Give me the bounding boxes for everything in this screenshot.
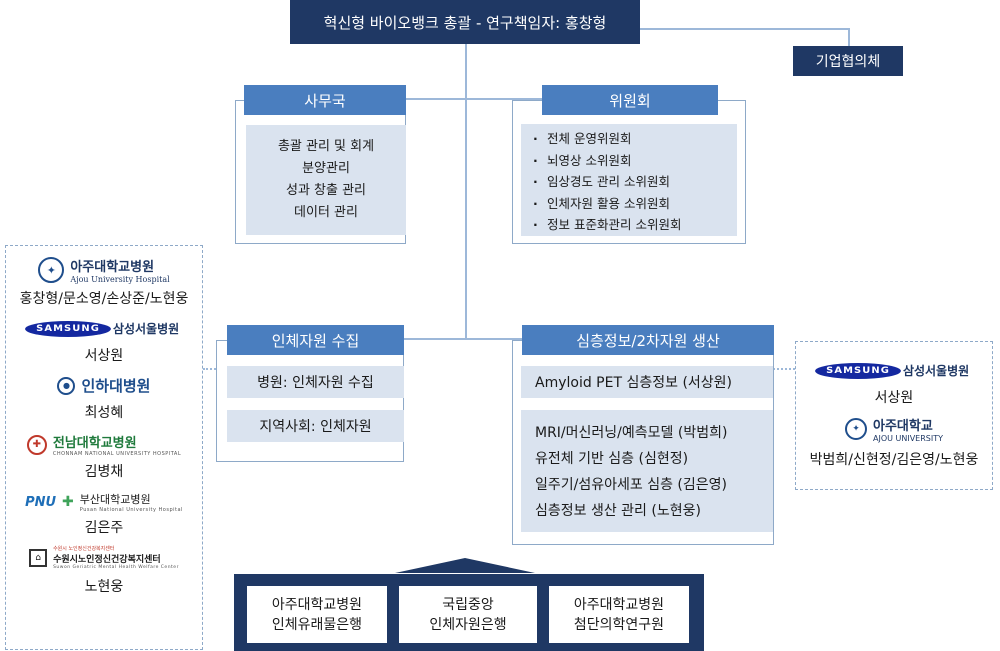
- production-title: 심층정보/2차자원 생산: [576, 331, 720, 350]
- office-item: 분양관리: [302, 161, 350, 176]
- production-item: 심층정보 생산 관리 (노현웅): [535, 503, 701, 519]
- ajou-emblem-icon: ✦: [38, 257, 65, 283]
- committee-title: 위원회: [609, 91, 651, 110]
- pnu-cross-icon: ✚: [62, 494, 74, 510]
- ajou-univ-emblem-icon: ✦: [844, 418, 867, 440]
- committee-item: 전체 운영위원회: [533, 128, 737, 150]
- collection-header: 인체자원 수집: [227, 325, 404, 355]
- director-box: 혁신형 바이오뱅크 총괄 - 연구책임자: 홍창형: [290, 0, 640, 44]
- inha-logo: ● 인하대병원: [6, 375, 202, 396]
- committee-header: 위원회: [542, 85, 718, 115]
- samsung-logo: SAMSUNG 삼성서울병원: [6, 320, 202, 337]
- ajou-univ-people: 박범희/신현정/김은영/노현웅: [809, 452, 979, 468]
- collection-panel: [216, 340, 404, 462]
- pnu-badge: PNU: [25, 494, 57, 510]
- committee-item: 정보 표준화관리 소위원회: [533, 214, 737, 236]
- connector-collection-production: [404, 338, 522, 340]
- connector-council-drop: [848, 28, 850, 48]
- bottom-arrow-icon: [395, 558, 535, 573]
- committee-item: 임상경도 관리 소위원회: [533, 171, 737, 193]
- pusan-logo: PNU ✚ 부산대학교병원 Pusan National University …: [25, 493, 183, 513]
- chonnam-emblem-icon: ✚: [26, 434, 47, 455]
- committee-list: 전체 운영위원회 뇌영상 소위원회 임상경도 관리 소위원회 인체자원 활용 소…: [521, 124, 737, 236]
- inha-people: 최성혜: [84, 405, 124, 421]
- council-title: 기업협의체: [815, 54, 881, 70]
- connector-trunk: [465, 44, 467, 338]
- biobank-ajou: 아주대학교병원 인체유래물은행: [247, 586, 387, 643]
- chonnam-people: 김병채: [84, 464, 124, 480]
- left-partners-box: ✦ 아주대학교병원 Ajou University Hospital 홍창형/문…: [5, 245, 203, 650]
- inha-emblem-icon: ●: [57, 376, 76, 395]
- council-box: 기업협의체: [793, 46, 903, 76]
- production-header: 심층정보/2차자원 생산: [522, 325, 774, 355]
- production-item: MRI/머신러닝/예측모델 (박범희): [535, 425, 728, 441]
- production-item: 유전체 기반 심층 (심현정): [535, 451, 689, 467]
- samsung-badge: SAMSUNG: [24, 320, 111, 337]
- collection-item-hospital: 병원: 인체자원 수집: [227, 366, 404, 398]
- office-item: 데이터 관리: [294, 205, 358, 220]
- biobank-research: 아주대학교병원 첨단의학연구원: [549, 586, 689, 643]
- office-title: 사무국: [304, 91, 346, 110]
- connector-left-dotted: [203, 368, 227, 370]
- ajou-univ-logo: ✦ 아주대학교 AJOU UNIVERSITY: [796, 415, 992, 443]
- connector-office-committee: [406, 98, 542, 100]
- suwon-logo: ⌂ 수원시 노인정신건강복지센터 수원시노인정신건강복지센터 Suwon Ger…: [6, 545, 202, 570]
- office-item: 성과 창출 관리: [285, 183, 367, 198]
- committee-item: 인체자원 활용 소위원회: [533, 193, 737, 215]
- collection-item-community: 지역사회: 인체자원: [227, 410, 404, 442]
- production-list: MRI/머신러닝/예측모델 (박범희) 유전체 기반 심층 (심현정) 일주기/…: [521, 410, 773, 532]
- biobank-national: 국립중앙 인체자원은행: [399, 586, 537, 643]
- samsung-logo-right: SAMSUNG 삼성서울병원: [796, 362, 992, 379]
- pusan-people: 김은주: [84, 520, 124, 536]
- director-title: 혁신형 바이오뱅크 총괄 - 연구책임자: 홍창형: [323, 13, 607, 32]
- samsung-badge-right: SAMSUNG: [814, 362, 901, 379]
- collection-title: 인체자원 수집: [271, 331, 360, 350]
- suwon-people: 노현웅: [84, 579, 124, 595]
- office-item: 총괄 관리 및 회계: [277, 139, 375, 154]
- committee-item: 뇌영상 소위원회: [533, 150, 737, 172]
- samsung-people-right: 서상원: [874, 390, 914, 406]
- production-item-amyloid: Amyloid PET 심층정보 (서상원): [521, 366, 773, 398]
- connector-right-dotted: [773, 368, 795, 370]
- ajou-hospital-people: 홍창형/문소영/손상준/노현웅: [19, 291, 189, 307]
- ajou-hospital-logo: ✦ 아주대학교병원 Ajou University Hospital: [6, 256, 202, 284]
- samsung-people: 서상원: [84, 348, 124, 364]
- production-item: 일주기/섬유아세포 심층 (김은영): [535, 477, 727, 493]
- office-list: 총괄 관리 및 회계 분양관리 성과 창출 관리 데이터 관리: [246, 125, 406, 235]
- right-partners-box: SAMSUNG 삼성서울병원 서상원 ✦ 아주대학교 AJOU UNIVERSI…: [795, 341, 993, 490]
- connector-council: [640, 28, 850, 30]
- suwon-emblem-icon: ⌂: [29, 548, 48, 567]
- chonnam-logo: ✚ 전남대학교병원 CHONNAM NATIONAL UNIVERSITY HO…: [6, 432, 202, 457]
- office-header: 사무국: [244, 85, 406, 115]
